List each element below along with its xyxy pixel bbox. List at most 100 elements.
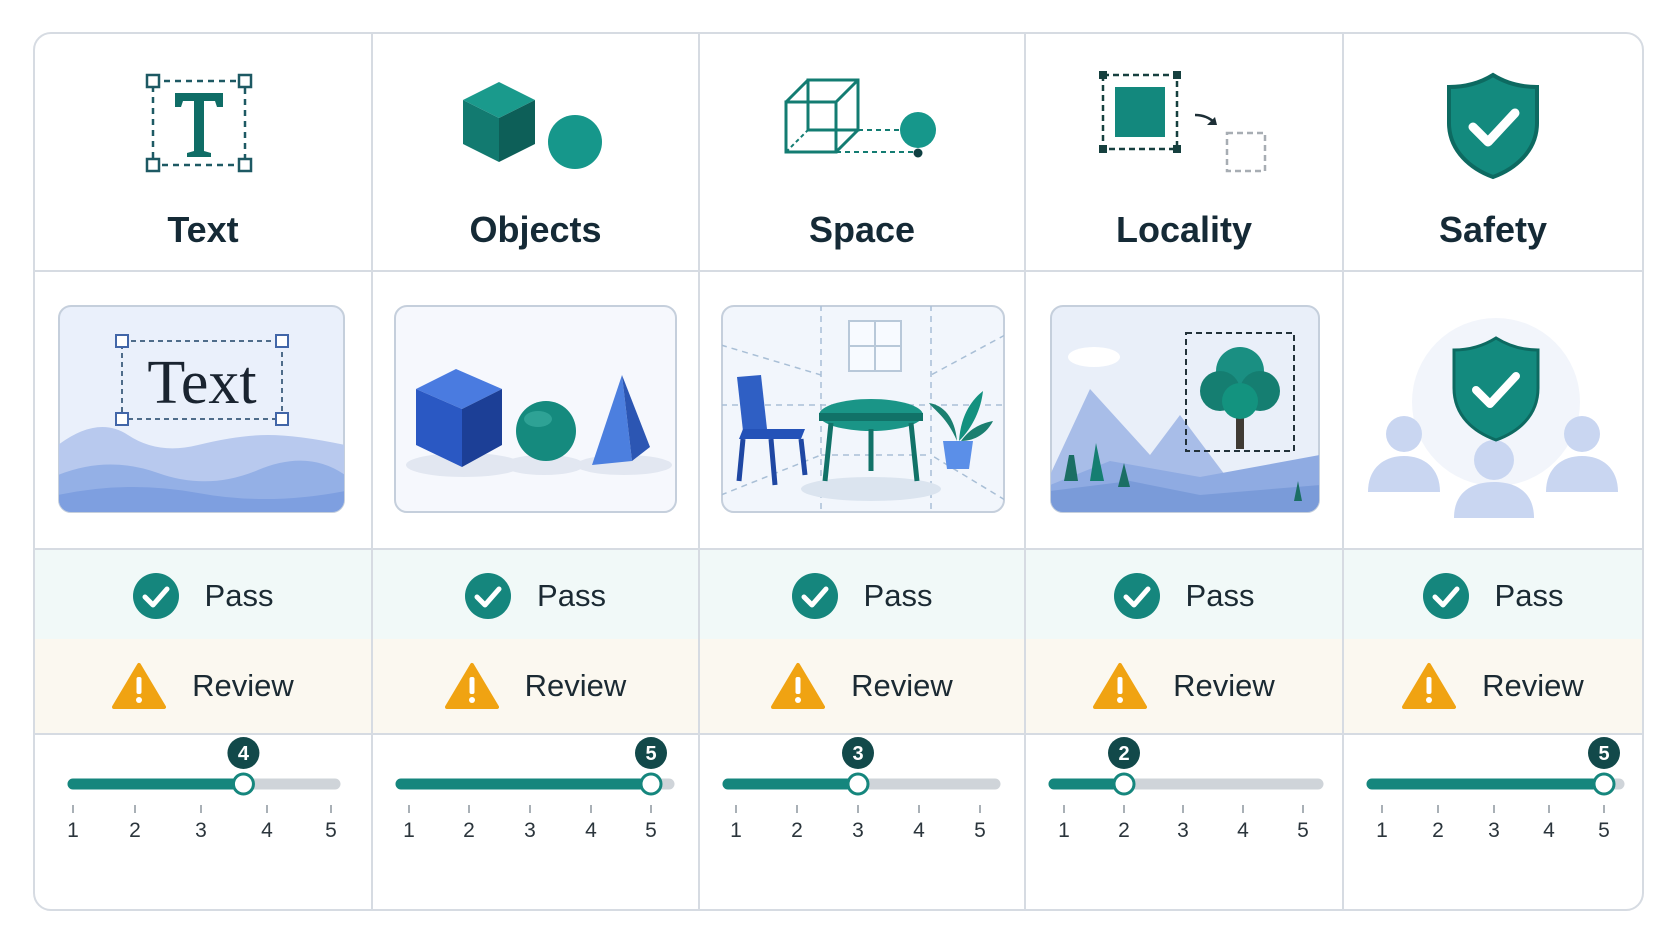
rating-cell-space: 3 1 2 3 4 5	[700, 733, 1026, 911]
slider-tick-label: 5	[1598, 819, 1610, 842]
illustration-cell-text: Text	[35, 272, 373, 548]
pass-cell-locality: Pass	[1026, 550, 1344, 641]
slider-tick-label: 4	[585, 819, 597, 842]
slider-handle[interactable]	[1112, 772, 1136, 796]
rating-value-text: 5	[1598, 743, 1609, 765]
pass-cell-safety: Pass	[1344, 550, 1642, 641]
category-title: Text	[167, 209, 239, 250]
header-cell-text: Text	[35, 34, 373, 270]
slider-tick-label: 2	[1118, 819, 1130, 842]
slider-tick-label: 2	[791, 819, 803, 842]
check-circle-icon	[1422, 572, 1469, 619]
slider-tick-label: 3	[1488, 819, 1500, 842]
rating-slider[interactable]: 4 1 2 3 4 5	[35, 733, 371, 911]
evaluation-grid: Text Objects	[33, 32, 1644, 911]
pass-label: Pass	[537, 577, 606, 613]
slider-tick-label: 5	[645, 819, 657, 842]
rating-slider[interactable]: 2 1 2 3 4 5	[1026, 733, 1342, 911]
slider-tick-label: 3	[1177, 819, 1189, 842]
category-title: Locality	[1115, 209, 1253, 250]
slider-tick-label: 3	[852, 819, 864, 842]
slider-tick-label: 2	[1432, 819, 1444, 842]
rating-cell-text: 4 1 2 3 4 5	[35, 733, 373, 911]
slider-tick-label: 4	[261, 819, 273, 842]
slider-tick-label: 4	[913, 819, 925, 842]
pass-label: Pass	[863, 577, 933, 613]
locality-box-icon	[1099, 61, 1269, 191]
review-label: Review	[1173, 668, 1275, 703]
check-circle-icon	[465, 572, 512, 619]
slider-tick-label: 5	[325, 819, 337, 842]
pass-label: Pass	[204, 577, 274, 613]
rating-slider-row: 4 1 2 3 4 5 5 1 2 3 4 5 3 1 2 3 4 5 2 1 2 3 4 5 5 1 2 3 4 5	[35, 733, 1642, 911]
warning-triangle-icon	[1402, 663, 1457, 709]
rating-value-text: 4	[238, 743, 250, 765]
rating-cell-locality: 2 1 2 3 4 5	[1026, 733, 1344, 911]
rating-slider[interactable]: 3 1 2 3 4 5	[700, 733, 1024, 911]
objects-illustration	[394, 305, 677, 513]
category-header-row: Text Objects	[35, 34, 1642, 272]
check-circle-icon	[791, 572, 838, 619]
rating-value-text: 3	[852, 743, 863, 765]
slider-tick-label: 2	[463, 819, 475, 842]
text-illustration: Text	[58, 305, 345, 513]
slider-handle[interactable]	[1592, 772, 1616, 796]
rating-value-badge	[1588, 737, 1620, 769]
slider-handle[interactable]	[846, 772, 870, 796]
review-status-row: Review Review Review Review Review	[35, 639, 1642, 735]
slider-handle[interactable]	[231, 772, 255, 796]
warning-triangle-icon	[444, 663, 499, 709]
slider-tick-label: 1	[1376, 819, 1388, 842]
review-cell-objects: Review	[373, 639, 700, 733]
slider-tick-label: 5	[1297, 819, 1309, 842]
illustration-text-label: Text	[147, 349, 256, 417]
rating-value-badge	[1108, 737, 1140, 769]
rating-slider[interactable]: 5 1 2 3 4 5	[373, 733, 698, 911]
header-cell-safety: Safety	[1344, 34, 1642, 270]
pass-label: Pass	[1185, 577, 1255, 613]
slider-tick-label: 5	[974, 819, 986, 842]
pass-label: Pass	[1494, 577, 1564, 613]
warning-triangle-icon	[112, 663, 167, 709]
illustration-cell-objects	[373, 272, 700, 548]
slider-tick-label: 1	[403, 819, 415, 842]
pass-cell-objects: Pass	[373, 550, 700, 641]
rating-value-badge	[635, 737, 667, 769]
slider-handle[interactable]	[639, 772, 663, 796]
cube-sphere-icon	[461, 61, 611, 191]
slider-tick-label: 3	[195, 819, 207, 842]
header-cell-space: Space	[700, 34, 1026, 270]
review-label: Review	[1482, 668, 1584, 703]
review-cell-locality: Review	[1026, 639, 1344, 733]
rating-value-text: 2	[1118, 743, 1129, 765]
slider-tick-label: 1	[1058, 819, 1070, 842]
slider-tick-label: 2	[129, 819, 141, 842]
rating-cell-objects: 5 1 2 3 4 5	[373, 733, 700, 911]
wireframe-cube-icon	[782, 61, 942, 191]
review-label: Review	[192, 668, 294, 703]
space-illustration	[721, 305, 1005, 513]
review-cell-text: Review	[35, 639, 373, 733]
slider-tick-label: 1	[730, 819, 742, 842]
check-circle-icon	[1113, 572, 1160, 619]
header-cell-locality: Locality	[1026, 34, 1344, 270]
slider-tick-label: 1	[67, 819, 79, 842]
pass-cell-text: Pass	[35, 550, 373, 641]
warning-triangle-icon	[1093, 663, 1148, 709]
rating-value-text: 5	[645, 743, 656, 765]
review-label: Review	[524, 668, 627, 703]
review-label: Review	[851, 668, 953, 703]
illustration-cell-safety	[1344, 272, 1642, 548]
category-title: Safety	[1438, 209, 1548, 250]
locality-illustration	[1050, 305, 1320, 513]
review-cell-space: Review	[700, 639, 1026, 733]
slider-tick-label: 4	[1237, 819, 1249, 842]
illustration-row: Text	[35, 272, 1642, 548]
text-bounding-box-icon	[143, 61, 263, 191]
check-circle-icon	[132, 572, 179, 619]
safety-illustration	[1368, 318, 1618, 518]
slider-tick-label: 3	[524, 819, 536, 842]
pass-cell-space: Pass	[700, 550, 1026, 641]
